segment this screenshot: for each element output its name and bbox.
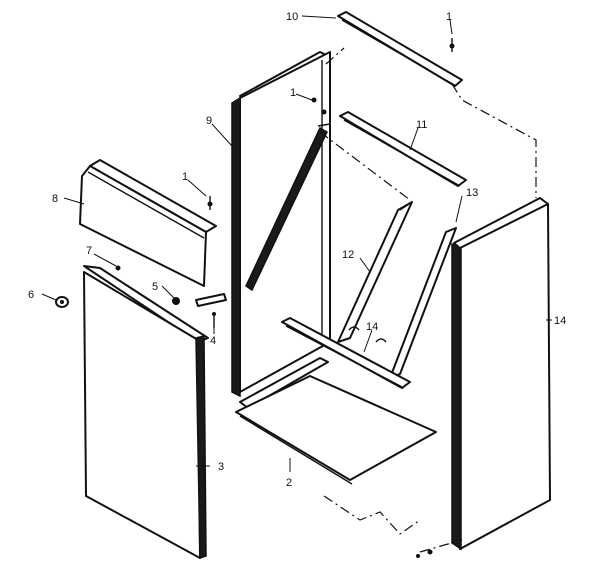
part-12-strut [337,201,413,343]
callout-9: 9 [206,115,212,127]
callout-6: 6 [28,289,34,301]
part-1-screw-back [311,97,327,115]
part-2-bottom-panel [235,375,437,485]
part-5-latch [172,293,227,307]
part-1-screw-top [449,38,455,52]
part-13-strut [389,227,457,379]
callout-1-top: 1 [446,11,452,23]
part-14-cross-bar [281,317,411,389]
callout-10: 10 [286,11,298,23]
callout-12: 12 [342,249,354,261]
part-8-upper-front-door [79,159,217,287]
part-14-right-side-panel [451,197,551,551]
callout-3: 3 [218,461,224,473]
callout-1-back: 1 [290,87,296,99]
part-6-knob [55,296,69,308]
part-14-screw-bottom [416,549,433,558]
callout-8: 8 [52,193,58,205]
part-1-screw-door [207,196,213,210]
part-10-top-rail [337,11,463,87]
callout-labels: 10 1 1 1 8 9 11 13 12 14 14 7 6 5 4 3 2 [28,11,566,489]
bottom-frame-rail [239,357,329,409]
callout-14: 14 [554,315,566,327]
part-4-screw [212,312,216,328]
leader-lines [41,15,552,472]
callout-13: 13 [466,187,478,199]
assembly-lines [319,47,537,553]
part-7-clip [115,265,121,271]
part-3-lower-front-door [83,265,209,560]
callout-4: 4 [210,335,216,347]
callout-2: 2 [286,477,292,489]
callout-14-bar: 14 [366,321,378,333]
callout-5: 5 [152,281,158,293]
part-9-back-panel [231,51,331,398]
part-11-upper-rail [339,111,467,187]
callout-11: 11 [416,119,427,131]
callout-7: 7 [86,245,92,257]
callout-1-door: 1 [182,171,188,183]
